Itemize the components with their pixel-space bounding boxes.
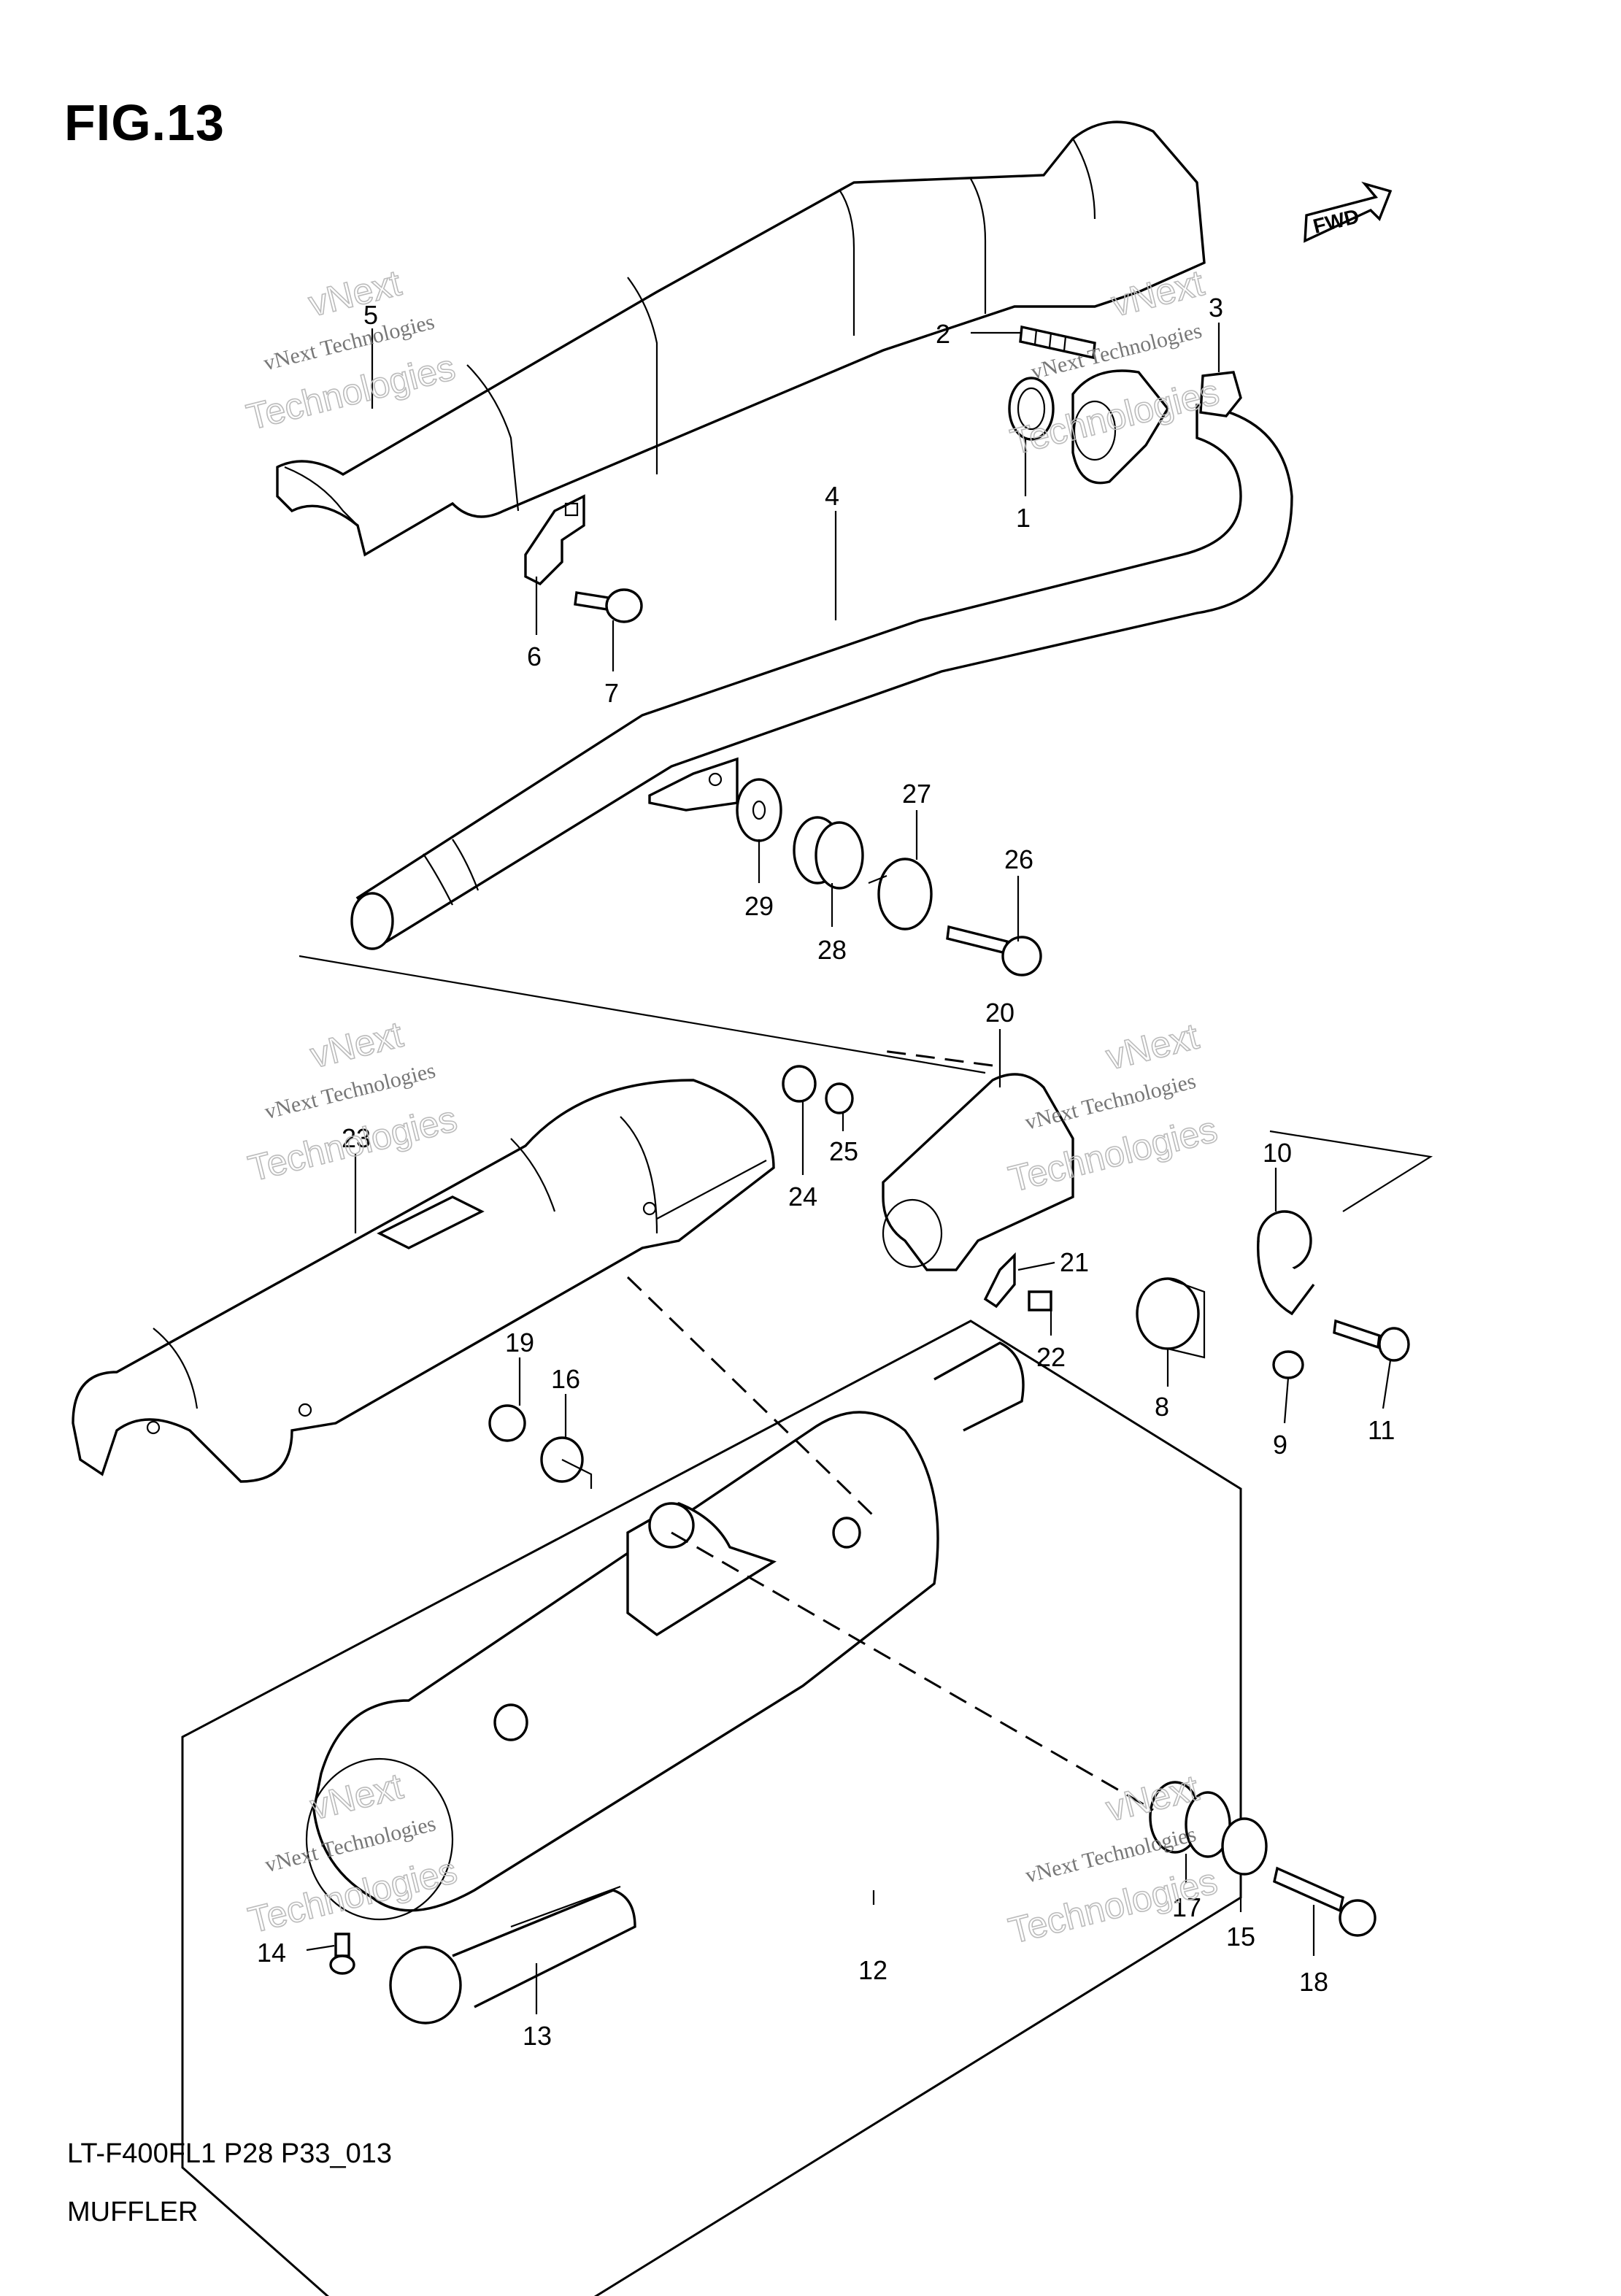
callout-21: 21 [1060, 1247, 1089, 1277]
part-17-grommet [1149, 1781, 1231, 1858]
callout-10: 10 [1263, 1138, 1292, 1168]
fwd-label: FWD [1311, 204, 1361, 238]
watermark-bottom-right: vNext vNext Technologies Technologies [1004, 1767, 1222, 1952]
part-25-nut [825, 1082, 854, 1114]
callout-5: 5 [363, 300, 378, 330]
part-13-spark-arrester [389, 1885, 636, 2025]
part-10-clamp [1257, 1210, 1315, 1316]
part-5-heat-shield-front [276, 120, 1206, 557]
svg-text:vNext: vNext [1102, 1015, 1203, 1077]
part-18-bolt [1273, 1866, 1376, 1937]
callout-6: 6 [527, 642, 542, 671]
callout-26: 26 [1004, 844, 1033, 874]
part-24-washer [782, 1065, 817, 1103]
part-1-gasket [1008, 377, 1055, 441]
callout-12: 12 [858, 1955, 887, 1985]
svg-text:vNext: vNext [307, 1014, 407, 1076]
tie-line [299, 955, 986, 1074]
callout-4: 4 [825, 481, 839, 511]
part-3-flange-nut [1199, 371, 1242, 417]
part-6-bracket [524, 494, 585, 586]
leader-lines [306, 323, 1392, 2014]
callout-29: 29 [744, 891, 774, 921]
tie-line [1269, 1130, 1433, 1212]
callout-14: 14 [257, 1938, 286, 1968]
part-20-rear-shield [882, 1073, 1074, 1271]
callout-9: 9 [1273, 1430, 1287, 1460]
figure-name: MUFFLER [67, 2197, 199, 2227]
callout-8: 8 [1155, 1392, 1169, 1422]
part-2-stud-bolt [1019, 325, 1096, 360]
part-8-gasket [1136, 1277, 1206, 1359]
callout-15: 15 [1226, 1922, 1255, 1952]
part-14-screw [329, 1933, 355, 1975]
callout-20: 20 [985, 998, 1014, 1028]
callout-17: 17 [1172, 1892, 1201, 1922]
callout-24: 24 [788, 1182, 817, 1211]
callout-22: 22 [1036, 1342, 1066, 1372]
alignment-line [671, 1531, 1154, 1811]
alignment-line [882, 1049, 993, 1067]
callout-2: 2 [936, 319, 950, 349]
part-19-nut [488, 1404, 526, 1442]
callout-labels: 1 2 3 4 5 6 7 8 9 10 11 12 13 14 15 16 1… [257, 293, 1395, 2051]
callout-11: 11 [1368, 1415, 1395, 1445]
callout-28: 28 [817, 935, 847, 965]
part-27-collar [868, 858, 933, 931]
figure-title: FIG.13 [64, 94, 225, 151]
callout-19: 19 [505, 1328, 534, 1357]
part-7-bolt [574, 588, 643, 623]
part-15-washer [1221, 1817, 1268, 1876]
part-23-heat-shield-rear [72, 1079, 775, 1483]
callout-7: 7 [604, 678, 619, 708]
callout-16: 16 [551, 1364, 580, 1394]
part-11-bolt [1333, 1319, 1410, 1362]
exhaust-flange [1071, 369, 1170, 485]
part-28-grommet [793, 816, 864, 890]
part-22-bolt [1028, 1290, 1052, 1311]
callout-18: 18 [1299, 1967, 1328, 1997]
watermark-top-left: vNext vNext Technologies Technologies [242, 261, 460, 438]
callout-25: 25 [829, 1136, 858, 1166]
part-29-washer [736, 778, 782, 842]
figure-code: LT-F400FL1 P28 P33_013 [67, 2138, 393, 2169]
callout-13: 13 [523, 2021, 552, 2051]
callout-1: 1 [1016, 503, 1031, 533]
part-9-collar [1272, 1350, 1304, 1379]
callout-23: 23 [342, 1123, 371, 1153]
part-21-bracket [983, 1252, 1016, 1309]
callout-3: 3 [1209, 293, 1223, 323]
svg-text:vNext: vNext [304, 262, 405, 324]
watermark-mid-left: vNext vNext Technologies Technologies [244, 1013, 461, 1190]
part-26-bolt [946, 925, 1042, 976]
part-12-muffler [181, 1320, 1242, 2296]
fwd-arrow-icon: FWD [1304, 181, 1393, 243]
callout-27: 27 [902, 779, 931, 809]
part-16-collar [540, 1436, 593, 1489]
